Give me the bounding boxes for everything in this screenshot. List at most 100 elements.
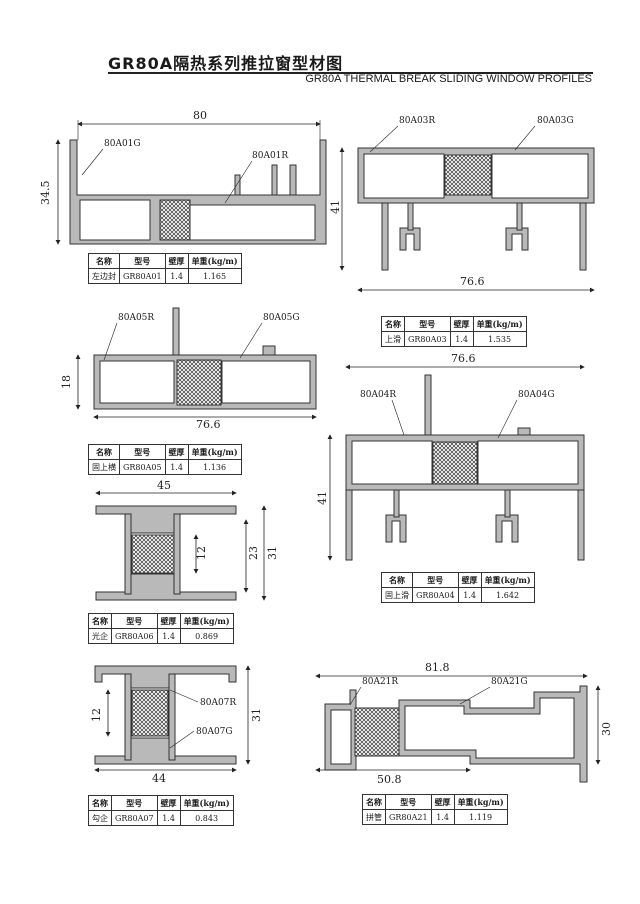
cell-model: GR80A01 — [119, 268, 166, 284]
dim-inner: 12 — [195, 546, 208, 560]
col-thickness: 壁厚 — [156, 613, 181, 629]
cell-thickness: 1.4 — [156, 628, 181, 644]
col-thickness: 壁厚 — [164, 444, 189, 460]
cell-thickness: 1.4 — [156, 810, 181, 826]
dim-inner: 12 — [90, 708, 103, 722]
cell-weight: 1.535 — [472, 331, 527, 347]
col-name: 名称 — [88, 613, 112, 629]
dim-inner: 50.8 — [377, 773, 402, 786]
cell-name: 左边封 — [88, 268, 120, 284]
profile-gr80a01 — [69, 139, 327, 245]
col-name: 名称 — [362, 794, 386, 810]
part-label: 80A21R — [362, 677, 398, 687]
cell-name: 勾企 — [88, 810, 112, 826]
cell-thickness: 1.4 — [449, 331, 474, 347]
part-label: 80A04G — [518, 390, 555, 400]
dim-width: 44 — [152, 772, 166, 785]
cell-thickness: 1.4 — [457, 587, 482, 603]
col-model: 型号 — [119, 253, 166, 269]
cell-weight: 1.136 — [187, 459, 242, 475]
dim-height: 34.5 — [39, 181, 52, 206]
part-label: 80A07R — [200, 698, 236, 708]
cell-model: GR80A05 — [119, 459, 166, 475]
dim-height: 30 — [600, 722, 613, 736]
page-title: GR80A隔热系列推拉窗型材图 — [108, 54, 344, 73]
profile-gr80a06 — [95, 505, 237, 601]
page-subtitle: GR80A THERMAL BREAK SLIDING WINDOW PROFI… — [305, 73, 592, 85]
part-label: 80A05R — [118, 313, 154, 323]
col-name: 名称 — [88, 253, 120, 269]
col-weight: 单重(kg/m) — [472, 316, 527, 332]
profile-gr80a07 — [94, 665, 237, 765]
dim-height: 41 — [316, 491, 329, 505]
col-name: 名称 — [381, 316, 405, 332]
cell-weight: 1.165 — [187, 268, 242, 284]
col-model: 型号 — [111, 613, 158, 629]
cell-model: GR80A06 — [111, 628, 158, 644]
dim-width: 81.8 — [425, 661, 450, 674]
cell-weight: 0.869 — [179, 628, 234, 644]
col-weight: 单重(kg/m) — [453, 794, 508, 810]
dim-height: 41 — [329, 200, 342, 214]
col-thickness: 壁厚 — [430, 794, 455, 810]
dim-height: 18 — [60, 375, 73, 389]
cell-name: 固上横 — [88, 459, 120, 475]
part-label: 80A01R — [252, 151, 288, 161]
part-label: 80A03G — [537, 116, 574, 126]
col-thickness: 壁厚 — [164, 253, 189, 269]
cell-weight: 1.119 — [453, 809, 508, 825]
col-weight: 单重(kg/m) — [187, 444, 242, 460]
dim-width: 76.6 — [451, 352, 476, 365]
col-thickness: 壁厚 — [156, 795, 181, 811]
profile-gr80a21 — [324, 685, 588, 783]
cell-thickness: 1.4 — [430, 809, 455, 825]
col-model: 型号 — [404, 316, 451, 332]
col-model: 型号 — [385, 794, 432, 810]
cell-weight: 0.843 — [179, 810, 234, 826]
part-label: 80A21G — [491, 677, 528, 687]
cell-model: GR80A21 — [385, 809, 432, 825]
col-weight: 单重(kg/m) — [480, 572, 535, 588]
dim-height: 31 — [266, 546, 279, 560]
col-model: 型号 — [111, 795, 158, 811]
profile-gr80a04 — [345, 374, 585, 561]
part-label: 80A01G — [104, 139, 141, 149]
dim-width: 76.6 — [460, 275, 485, 288]
col-model: 型号 — [412, 572, 459, 588]
col-weight: 单重(kg/m) — [187, 253, 242, 269]
cell-thickness: 1.4 — [164, 459, 189, 475]
cell-model: GR80A04 — [412, 587, 459, 603]
col-weight: 单重(kg/m) — [179, 613, 234, 629]
col-thickness: 壁厚 — [449, 316, 474, 332]
col-weight: 单重(kg/m) — [179, 795, 234, 811]
part-label: 80A05G — [263, 313, 300, 323]
col-name: 名称 — [381, 572, 413, 588]
dim-height: 31 — [250, 708, 263, 722]
dim-width: 76.6 — [196, 418, 221, 431]
dim-width: 80 — [193, 109, 207, 122]
cell-thickness: 1.4 — [164, 268, 189, 284]
dim-mid: 23 — [247, 546, 260, 560]
cell-name: 上滑 — [381, 331, 405, 347]
part-label: 80A07G — [196, 727, 233, 737]
cell-name: 光企 — [88, 628, 112, 644]
profile-gr80a05 — [93, 307, 317, 410]
col-name: 名称 — [88, 795, 112, 811]
dim-width: 45 — [157, 479, 171, 492]
cell-name: 拼管 — [362, 809, 386, 825]
cell-model: GR80A03 — [404, 331, 451, 347]
profile-gr80a03 — [357, 147, 595, 271]
cell-name: 固上滑 — [381, 587, 413, 603]
col-thickness: 壁厚 — [457, 572, 482, 588]
col-model: 型号 — [119, 444, 166, 460]
col-name: 名称 — [88, 444, 120, 460]
part-label: 80A04R — [360, 390, 396, 400]
